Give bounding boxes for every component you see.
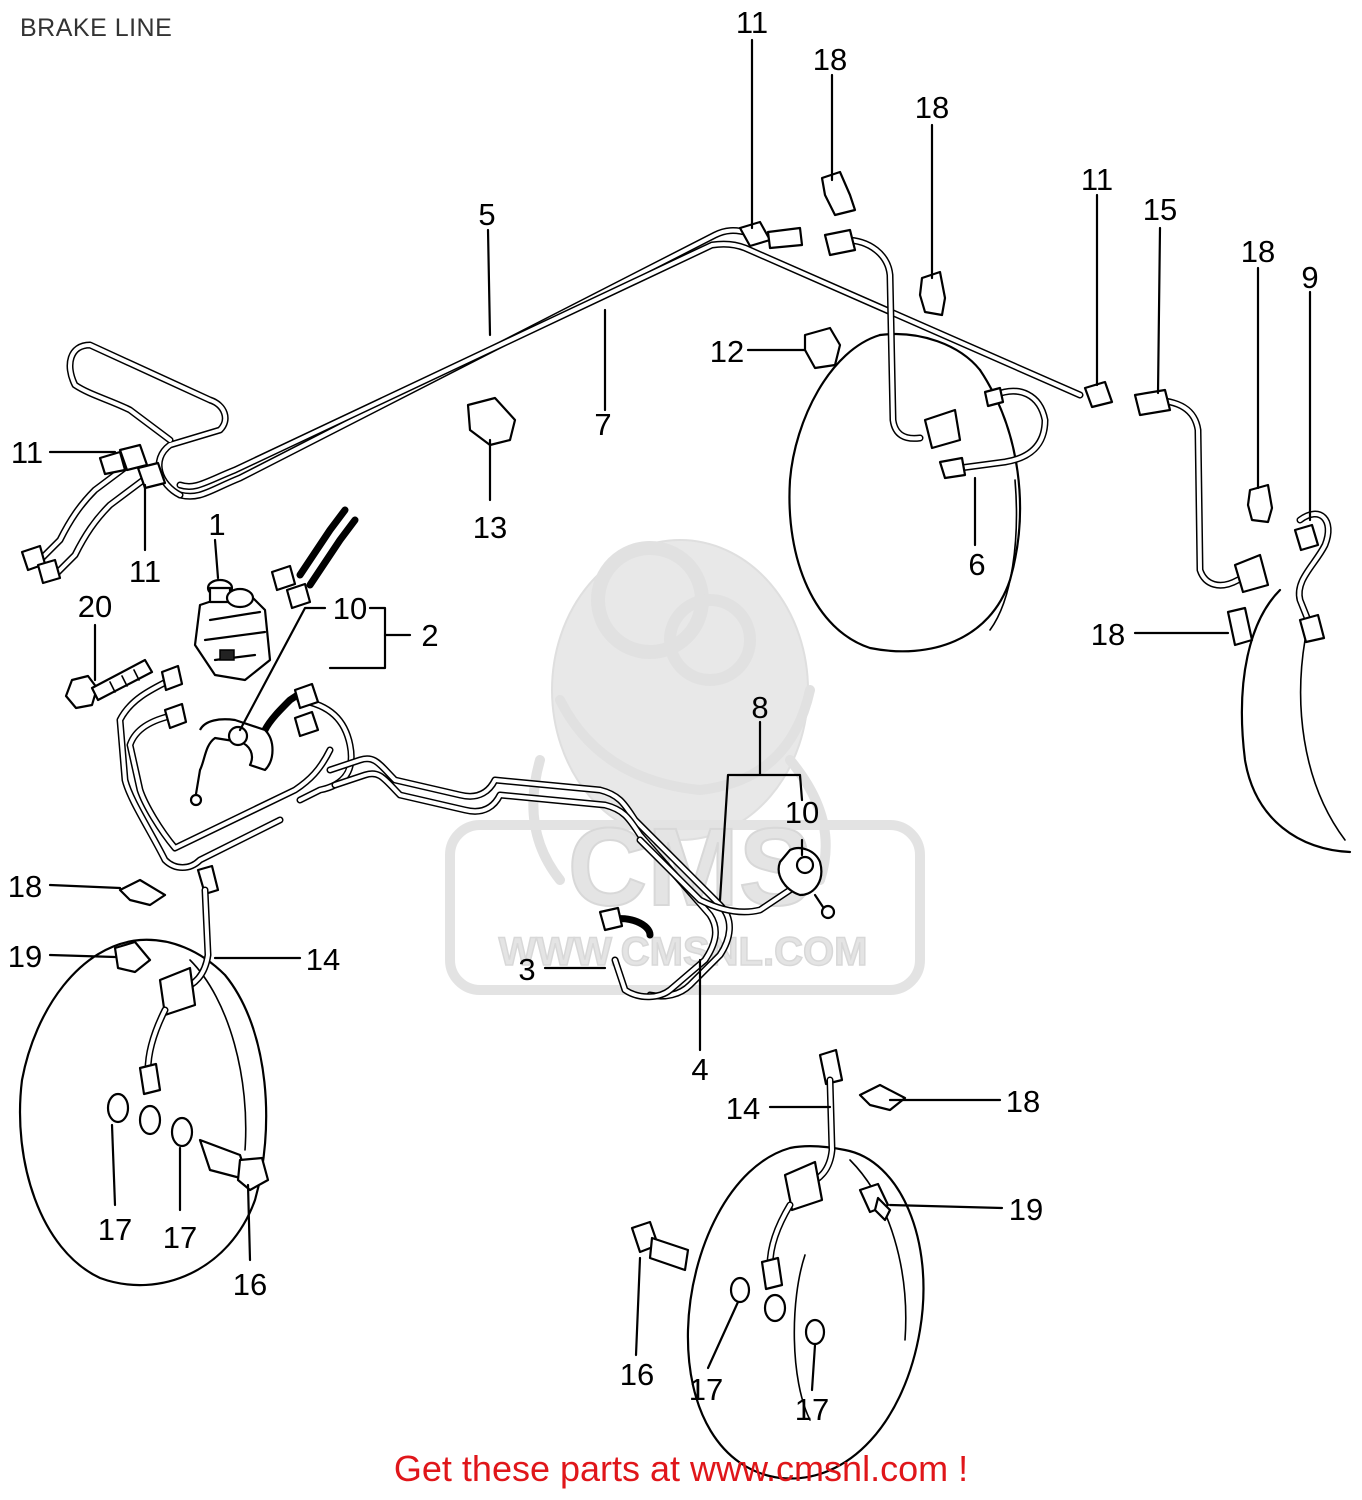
callout-19-left: 19 — [8, 939, 42, 974]
callout-18-right-top: 18 — [1241, 234, 1275, 269]
clips — [118, 170, 1274, 1112]
callout-17-a: 17 — [98, 1212, 132, 1247]
callout-13: 13 — [473, 510, 507, 545]
cms-watermark: CMS WWW.CMSNL.COM — [445, 539, 925, 995]
callout-7: 7 — [594, 407, 611, 442]
callout-18-bottom: 18 — [1006, 1084, 1040, 1119]
flare-nut-fittings — [20, 220, 1326, 932]
callout-15: 15 — [1143, 192, 1177, 227]
callout-2: 2 — [421, 618, 438, 653]
callout-10-b: 10 — [785, 795, 819, 830]
callout-labels: 11 18 18 5 11 15 18 9 12 7 13 11 11 1 6 … — [8, 5, 1319, 1427]
callout-11-left-b: 11 — [129, 554, 161, 589]
callout-12: 12 — [710, 334, 744, 369]
brake-hose-14-left — [106, 864, 270, 1192]
callout-1: 1 — [208, 507, 225, 542]
leader-lines — [48, 38, 1312, 1392]
page-title: BRAKE LINE — [20, 14, 173, 42]
callout-17-c: 17 — [689, 1372, 723, 1407]
joint-10-a — [189, 718, 274, 807]
rear-left-drum — [1240, 588, 1352, 854]
callout-4: 4 — [691, 1052, 708, 1087]
callout-10-a: 10 — [333, 591, 367, 626]
callout-18-top-a: 18 — [813, 42, 847, 77]
callout-16-left: 16 — [233, 1267, 267, 1302]
watermark-url: WWW.CMSNL.COM — [499, 930, 868, 974]
callout-6: 6 — [968, 547, 985, 582]
callout-20: 20 — [78, 589, 112, 624]
callout-18-right-mid: 18 — [1091, 617, 1125, 652]
watermark-brand: CMS — [568, 806, 812, 929]
callout-17-d: 17 — [795, 1392, 829, 1427]
callout-9: 9 — [1301, 260, 1318, 295]
rear-right-drum — [788, 333, 1022, 653]
callout-8: 8 — [751, 690, 768, 725]
callout-16-bottom: 16 — [620, 1357, 654, 1392]
brake-pipe-3-4 — [296, 696, 794, 1001]
callout-14-left: 14 — [306, 942, 340, 977]
front-right-disc — [686, 1145, 925, 1480]
brake-pipe-right-branch — [841, 236, 1332, 629]
brake-hose-14-right — [630, 1048, 892, 1346]
callout-17-b: 17 — [163, 1220, 197, 1255]
footer-parts-link[interactable]: Get these parts at www.cmsnl.com ! — [393, 1448, 969, 1489]
brake-pipe-5-7 — [36, 227, 1084, 579]
callout-11-left: 11 — [11, 435, 43, 470]
callout-18-top-b: 18 — [915, 90, 949, 125]
callout-11-right: 11 — [1081, 162, 1113, 197]
callout-5: 5 — [478, 197, 495, 232]
callout-11-top: 11 — [736, 5, 768, 40]
brake-pipe-valve-left — [116, 506, 359, 871]
callout-14-bottom: 14 — [726, 1091, 760, 1126]
callout-18-left: 18 — [8, 869, 42, 904]
callout-19-bottom: 19 — [1009, 1192, 1043, 1227]
joint-10-b — [777, 846, 836, 920]
bolt-20 — [64, 658, 154, 710]
proportioning-valve-1 — [193, 578, 272, 682]
callout-3: 3 — [518, 952, 535, 987]
